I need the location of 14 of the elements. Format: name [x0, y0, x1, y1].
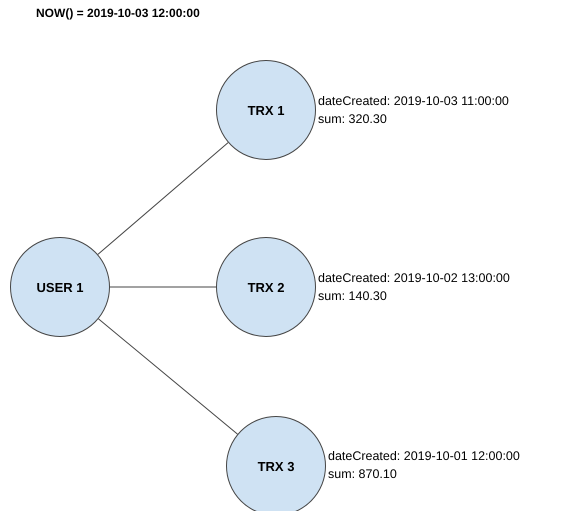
node-label: TRX 2 — [248, 280, 284, 294]
node-annotation: sum: 870.10 — [328, 466, 397, 483]
connector-line — [110, 286, 216, 288]
node-annotation: dateCreated: 2019-10-03 11:00:00 — [318, 93, 509, 110]
node-annotation: dateCreated: 2019-10-01 12:00:00 — [328, 448, 520, 465]
node-label: USER 1 — [36, 280, 84, 294]
node-label: TRX 3 — [258, 458, 294, 474]
connector-line — [97, 142, 229, 255]
node-annotation: sum: 140.30 — [318, 288, 387, 305]
node-annotation: dateCreated: 2019-10-02 13:00:00 — [318, 270, 510, 287]
title: NOW() = 2019-10-03 12:00:00 — [36, 6, 200, 20]
connector-line — [98, 318, 238, 435]
node-annotation: sum: 320.30 — [318, 111, 387, 128]
node-label: TRX 1 — [248, 102, 284, 118]
